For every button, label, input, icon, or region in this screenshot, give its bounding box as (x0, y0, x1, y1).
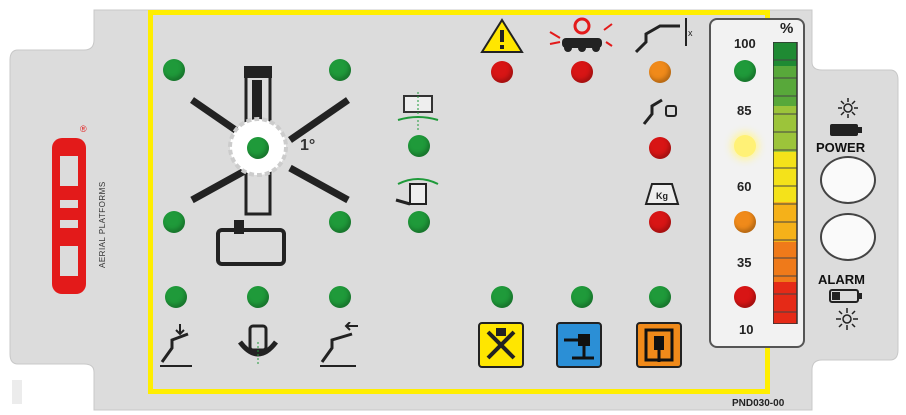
boom-level-icon (556, 322, 602, 368)
outrigger-led-rear-right (329, 211, 351, 233)
gauge-led-85 (734, 135, 756, 157)
svg-text:®: ® (80, 124, 87, 134)
sun-icon (838, 98, 858, 118)
boom-down-led (165, 286, 187, 308)
outrigger-x-led (491, 286, 513, 308)
svg-text:Kg: Kg (656, 191, 668, 201)
power-button[interactable] (820, 156, 876, 204)
gauge-led-60 (734, 211, 756, 233)
collision-led (571, 61, 593, 83)
boom-limit-icon: x (634, 18, 693, 54)
gauge-led-100 (734, 60, 756, 82)
brand-subtitle: AERIAL PLATFORMS (98, 181, 107, 268)
boom-level-led (571, 286, 593, 308)
power-label: POWER (816, 140, 866, 155)
platform-rotate-led (247, 286, 269, 308)
machine-diagram (190, 66, 350, 266)
warning-triangle-icon (480, 18, 524, 53)
platform-level-led (408, 135, 430, 157)
warning-light-icon (836, 308, 858, 330)
warning-led (491, 61, 513, 83)
platform-tilt-icon (395, 178, 439, 206)
gauge-label-85: 85 (737, 103, 752, 118)
weight-kg-icon: Kg (644, 183, 680, 205)
gauge-color-bar (773, 42, 798, 324)
battery-low-icon (829, 289, 862, 303)
boom-retract-led (329, 286, 351, 308)
collision-icon (549, 17, 613, 52)
platform-tilt-led (408, 211, 430, 233)
outrigger-led-rear-left (163, 211, 185, 233)
platform-level-icon (397, 92, 439, 132)
outrigger-led-front-right (329, 59, 351, 81)
outrigger-led-front-left (163, 59, 185, 81)
gauge-label-100: 100 (734, 36, 756, 51)
part-code: PND030-00 (732, 398, 785, 409)
boom-lock-icon (642, 98, 677, 125)
alarm-button[interactable] (820, 213, 876, 261)
gauge-percent-symbol: % (780, 20, 794, 37)
boom-limit-led (649, 61, 671, 83)
platform-door-led (649, 286, 671, 308)
gauge-led-35 (734, 286, 756, 308)
svg-text:x: x (688, 28, 693, 38)
boom-retract-icon (320, 322, 358, 367)
gauge-label-10: 10 (739, 322, 754, 337)
boom-lock-led (649, 137, 671, 159)
tilt-angle: 1° (300, 137, 316, 154)
battery-full-icon (830, 124, 862, 136)
outrigger-x-icon (478, 322, 524, 368)
alarm-label: ALARM (818, 272, 865, 287)
turret-led (247, 137, 269, 159)
gauge-label-60: 60 (737, 179, 752, 194)
gauge-label-35: 35 (737, 255, 752, 270)
platform-door-icon (636, 322, 682, 368)
boom-down-icon (160, 324, 192, 367)
platform-rotate-icon (238, 324, 278, 366)
overload-led (649, 211, 671, 233)
brand-logo: ® (52, 124, 87, 294)
